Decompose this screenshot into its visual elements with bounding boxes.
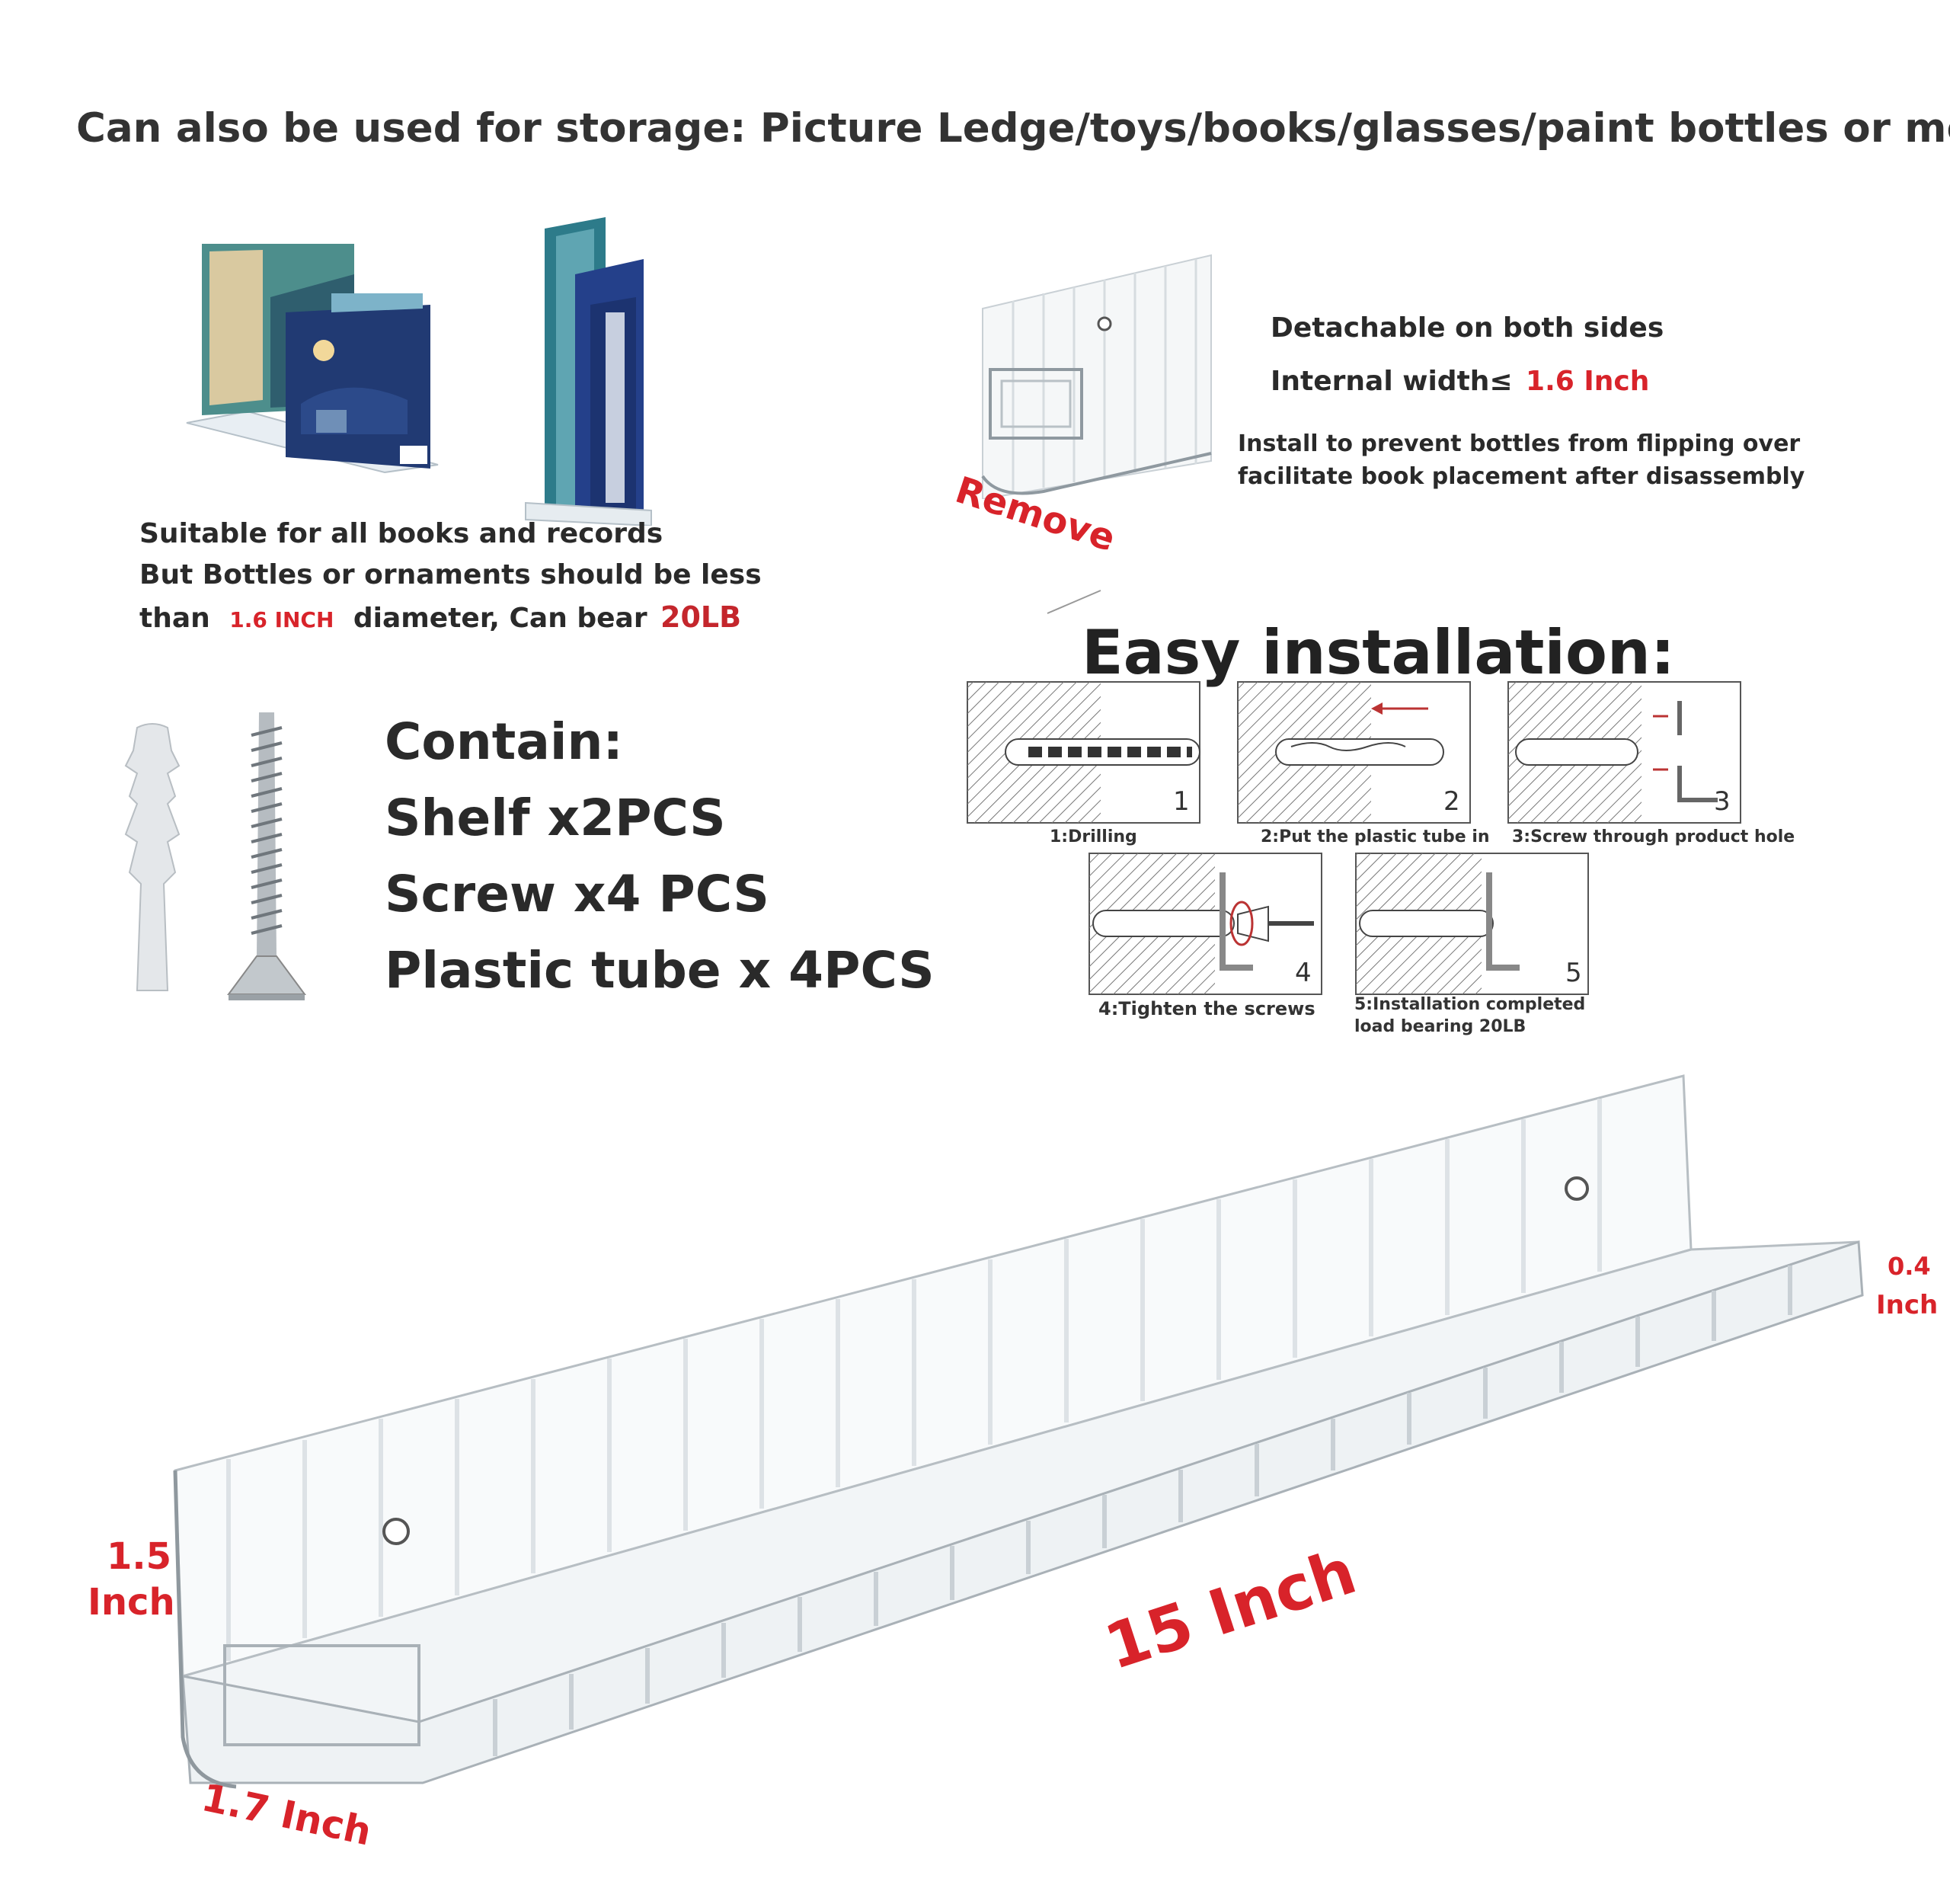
books-line-3: than 1.6 INCH diameter, Can bear 20LB xyxy=(139,600,741,634)
lip-dimension-unit: Inch xyxy=(1876,1290,1939,1320)
books-photo xyxy=(186,217,652,526)
step-1-number: 1 xyxy=(1173,786,1190,817)
page-title: Can also be used for storage: Picture Le… xyxy=(76,105,1950,152)
step-1-caption: 1:Drilling xyxy=(1050,827,1137,846)
books-weight-value: 20LB xyxy=(660,600,742,634)
installation-heading: Easy installation: xyxy=(1082,617,1675,688)
contents-item-screw: Screw x4 PCS xyxy=(385,865,769,923)
step-4-caption: 4:Tighten the screws xyxy=(1098,998,1315,1019)
step-4-panel xyxy=(1088,853,1322,995)
step-2-number: 2 xyxy=(1443,786,1460,817)
step-5-number: 5 xyxy=(1565,958,1582,988)
books-size-value: 1.6 INCH xyxy=(229,607,334,632)
step-2-caption: 2:Put the plastic tube in xyxy=(1261,827,1490,846)
shelf-product-image xyxy=(173,1074,1864,1789)
step-3-panel xyxy=(1507,681,1741,824)
step-4-number: 4 xyxy=(1295,958,1312,988)
books-line-3-prefix: than xyxy=(139,603,210,634)
step-5-panel xyxy=(1355,853,1589,995)
books-line-1: Suitable for all books and records xyxy=(139,518,663,549)
step-3-caption: 3:Screw through product hole xyxy=(1512,827,1795,846)
height-dimension-value: 1.5 xyxy=(107,1535,172,1578)
step-1-panel xyxy=(967,681,1200,824)
contents-item-tube: Plastic tube x 4PCS xyxy=(385,941,935,1000)
internal-width: Internal width≤ 1.6 Inch xyxy=(1271,366,1649,397)
step-5-caption-2: load bearing 20LB xyxy=(1354,1017,1526,1036)
detachable-shelf-image xyxy=(981,254,1212,499)
detach-note-2: facilitate book placement after disassem… xyxy=(1238,463,1805,490)
height-dimension-unit: Inch xyxy=(88,1581,175,1624)
step-2-panel xyxy=(1237,681,1471,824)
contents-item-shelf: Shelf x2PCS xyxy=(385,789,726,847)
detach-note-1: Install to prevent bottles from flipping… xyxy=(1238,430,1801,457)
books-line-2: But Bottles or ornaments should be less xyxy=(139,559,762,590)
screw-image xyxy=(227,712,306,1000)
internal-width-label: Internal width≤ xyxy=(1271,366,1513,397)
books-line-3-middle: diameter, Can bear xyxy=(353,603,647,634)
step-3-number: 3 xyxy=(1714,786,1731,817)
wall-anchor-image xyxy=(124,723,181,991)
detachable-title: Detachable on both sides xyxy=(1271,312,1664,344)
internal-width-value: 1.6 Inch xyxy=(1526,366,1650,397)
contents-heading: Contain: xyxy=(385,712,623,771)
step-5-caption: 5:Installation completed xyxy=(1354,995,1586,1014)
divider xyxy=(1047,590,1101,614)
installation-diagram xyxy=(967,681,1741,995)
lip-dimension-value: 0.4 xyxy=(1888,1252,1931,1281)
